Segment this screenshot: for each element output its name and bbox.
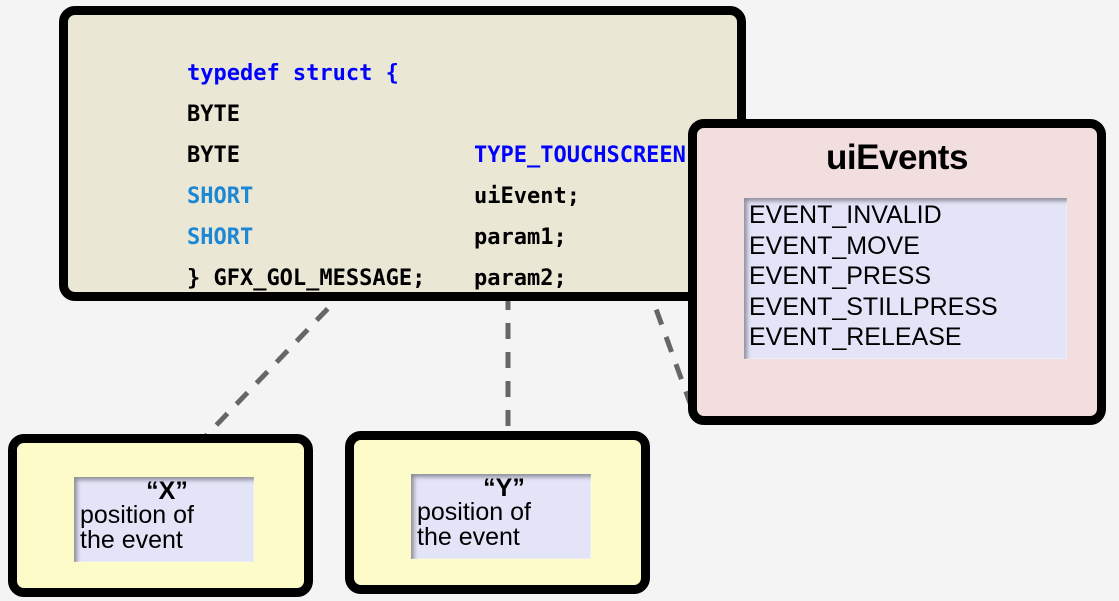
note-axis-label-x: “X” (146, 477, 188, 505)
note-inner-x: “X” position of the event (74, 477, 254, 562)
list-item: EVENT_INVALID (749, 201, 942, 229)
list-item: EVENT_STILLPRESS (749, 292, 998, 321)
note-text-y-line2: the event (417, 523, 520, 551)
code-member-param1-wrap: param1; (474, 217, 567, 258)
code-keyword-typedef: typedef struct { (186, 61, 399, 86)
code-semicolon-3: ; (553, 225, 567, 250)
uievents-title: uiEvents (826, 138, 968, 177)
code-member-param2-wrap: param2; (474, 258, 567, 299)
code-semicolon-2: ; (566, 184, 580, 209)
code-member-uievent: uiEvent (474, 184, 567, 209)
uievents-list: EVENT_INVALID EVENT_MOVE EVENT_PRESS EVE… (744, 198, 1067, 359)
code-type-byte-1: BYTE (186, 102, 240, 127)
uievents-panel: uiEvents EVENT_INVALID EVENT_MOVE EVENT_… (688, 119, 1106, 425)
struct-code-panel: typedef struct { BYTE TYPE_TOUCHSCREEN; … (59, 6, 746, 301)
note-box-y: “Y” position of the event (345, 431, 650, 594)
note-text-y-line1: position of (417, 498, 531, 526)
list-item: EVENT_MOVE (749, 231, 920, 260)
code-line-1: BYTE TYPE_TOUCHSCREEN; (81, 53, 699, 168)
code-line-5: } GFX_GOL_MESSAGE; (81, 217, 425, 291)
code-member-param1: param1 (474, 225, 554, 250)
code-struct-typename: } GFX_GOL_MESSAGE; (186, 266, 426, 291)
note-inner-y: “Y” position of the event (411, 474, 591, 559)
code-member-uievent-wrap: uiEvent; (474, 176, 580, 217)
note-box-x: “X” position of the event (8, 434, 313, 597)
list-item: EVENT_PRESS (749, 262, 932, 290)
note-text-x-line2: the event (80, 526, 183, 554)
list-item: EVENT_RELEASE (749, 323, 962, 351)
note-text-x-line1: position of (80, 501, 194, 529)
code-line-2: BYTE uiEvent; (81, 94, 580, 209)
code-member-param2: param2 (474, 266, 554, 291)
code-member-type-touchscreen-wrap: TYPE_TOUCHSCREEN; (474, 135, 699, 176)
code-line-0: typedef struct { (81, 12, 399, 86)
code-line-4: SHORT param2; (81, 176, 567, 291)
code-semicolon-4: ; (553, 266, 567, 291)
code-line-3: SHORT param1; (81, 135, 567, 250)
note-axis-label-y: “Y” (483, 474, 525, 502)
code-member-type-touchscreen: TYPE_TOUCHSCREEN (474, 143, 686, 168)
code-type-byte-2: BYTE (186, 143, 240, 168)
struct-code-body: typedef struct { BYTE TYPE_TOUCHSCREEN; … (68, 15, 737, 292)
